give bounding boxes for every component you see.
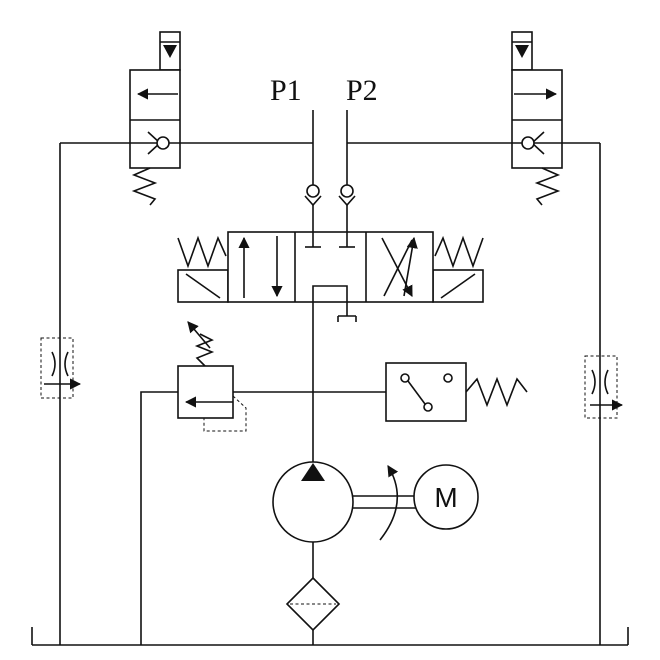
dcv-tank-port bbox=[337, 302, 357, 322]
pressure-switch-body bbox=[385, 362, 467, 422]
electric-motor: M bbox=[413, 464, 479, 530]
pressure-switch-contact-icon bbox=[407, 380, 426, 405]
right-valve-check-icon bbox=[521, 136, 535, 150]
dcv-right-cross-arrow-down-icon bbox=[381, 237, 413, 297]
left-valve-check-icon bbox=[156, 136, 170, 150]
right-valve-spring-icon bbox=[534, 167, 561, 206]
directional-control-valve bbox=[177, 231, 484, 303]
dcv-body bbox=[227, 231, 434, 303]
dcv-left-spring-icon bbox=[177, 235, 227, 269]
motor-label: M bbox=[434, 482, 457, 513]
port-lines bbox=[304, 110, 356, 232]
right-throttle-valve bbox=[584, 355, 624, 419]
left-throttle-icon bbox=[51, 351, 56, 377]
motor-circle bbox=[413, 464, 479, 530]
left-throttle-housing bbox=[40, 337, 74, 399]
pressure-switch bbox=[385, 362, 528, 422]
port-label-p2: P2 bbox=[346, 74, 378, 107]
tank bbox=[31, 627, 629, 646]
left-throttle-valve bbox=[40, 337, 82, 399]
relief-valve bbox=[140, 321, 386, 645]
pump bbox=[272, 461, 354, 578]
pump-triangle-icon bbox=[301, 463, 325, 481]
relief-valve-pilot-line bbox=[203, 395, 247, 432]
port-label-p1: P1 bbox=[270, 74, 302, 107]
left-valve-body bbox=[129, 69, 181, 169]
left-valve-spring-icon bbox=[131, 167, 158, 206]
dcv-right-spring-icon bbox=[434, 235, 484, 269]
motor-coupling bbox=[353, 465, 418, 541]
p1-check-valve-icon bbox=[306, 184, 320, 198]
left-solenoid-valve bbox=[129, 31, 181, 206]
right-throttle-housing bbox=[584, 355, 618, 419]
right-solenoid-triangle-icon bbox=[515, 45, 529, 58]
outer-lines bbox=[59, 142, 601, 645]
dcv-right-cross-arrow-up-icon bbox=[403, 236, 418, 297]
left-solenoid-triangle-icon bbox=[163, 45, 177, 58]
right-valve-body bbox=[511, 69, 563, 169]
suction-filter bbox=[285, 576, 341, 645]
p2-check-valve-icon bbox=[340, 184, 354, 198]
relief-valve-adjust-arrow-icon bbox=[187, 321, 211, 349]
pressure-switch-spring-icon bbox=[465, 376, 528, 408]
rotation-arrow-icon bbox=[379, 465, 399, 541]
right-throttle-icon bbox=[591, 369, 596, 395]
relief-valve-spring-icon bbox=[194, 333, 215, 367]
relief-valve-body bbox=[177, 365, 234, 419]
right-solenoid-valve bbox=[511, 31, 563, 206]
